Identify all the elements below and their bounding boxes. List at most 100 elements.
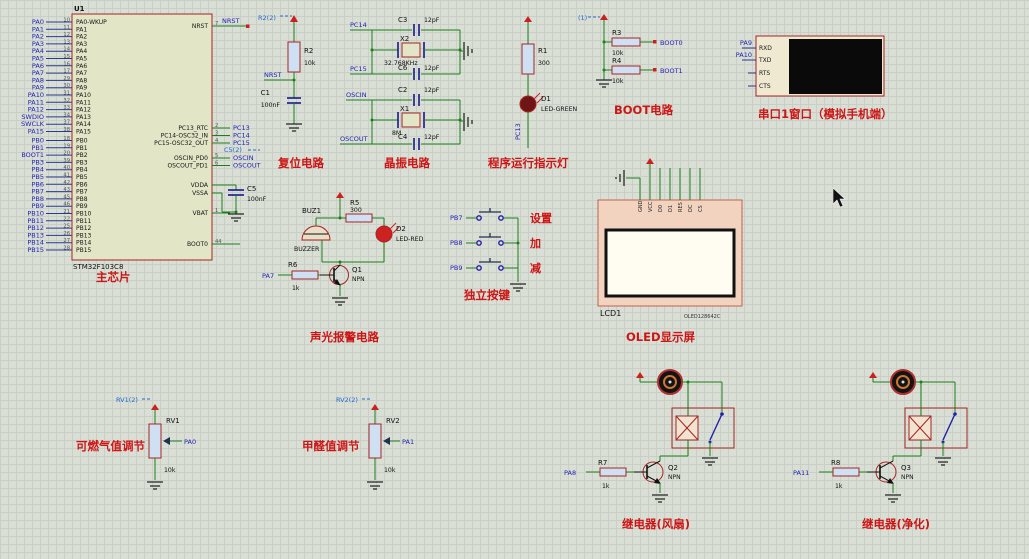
oled-module[interactable]: GND VCC D0 D1 RES DC CS LCD1 OLED128642C (597, 158, 743, 320)
pot-rv1-circuit[interactable]: RV1(2) PA0 RV1 10k (116, 396, 196, 490)
pot-ref: RV2 (386, 417, 400, 425)
resistor-r1[interactable] (521, 43, 535, 75)
chip-pin-net-label: PB13 (27, 231, 44, 239)
relay-purifier[interactable] (904, 407, 968, 449)
transistor-q1[interactable] (320, 262, 349, 286)
chip-pin-number: 39 (63, 158, 70, 164)
chip-pin-number: 11 (63, 25, 70, 31)
resistor-r8[interactable] (832, 467, 860, 477)
chip-pin-number: 10 (63, 18, 70, 24)
resistor-r4[interactable] (611, 65, 641, 75)
resistor-r5[interactable] (345, 213, 373, 223)
chip-pin-name: PA13 (76, 114, 91, 121)
net-label: PA9 (740, 39, 752, 47)
caption-relay-fan: 继电器(风扇) (622, 517, 690, 531)
push-button[interactable] (476, 233, 504, 246)
chip-pin-name: BOOT0 (187, 241, 208, 248)
potentiometer-rv2[interactable] (368, 423, 382, 459)
relay-clean-circuit[interactable]: Q3 NPN R8 1k PA11 (793, 369, 968, 503)
relay-fan[interactable] (671, 407, 735, 449)
resistor-r6[interactable] (291, 270, 319, 280)
relay-fan-circuit[interactable]: Q2 NPN R7 1k PA8 (564, 369, 735, 503)
chip-pin-number: 43 (63, 187, 70, 193)
oled-pin-name: VCC (648, 201, 654, 212)
net-label: PA10 (736, 51, 752, 59)
crystal-circuit[interactable]: PC14 C3 12pF X2 32.768KHz PC15 C6 12pF O… (340, 16, 473, 150)
resistor-value: 300 (350, 207, 362, 214)
buzzer-buz1[interactable] (301, 225, 331, 241)
ground-symbol (615, 170, 625, 186)
chip-pin-number: 5 (215, 153, 218, 159)
crystal-value: 32.768KHz (384, 60, 418, 67)
chip-pin-net-label: PA9 (32, 84, 44, 92)
ground-symbol (332, 297, 348, 306)
resistor-r2[interactable] (287, 41, 301, 73)
potentiometer-rv1[interactable] (148, 423, 162, 459)
net-label: PA1 (402, 438, 414, 446)
terminal-pin-name: RTS (759, 70, 770, 77)
transistor-ref: Q3 (901, 464, 911, 472)
reset-circuit[interactable]: R2(2) R2 10k NRST C1 100nF (258, 14, 316, 132)
chip-pin-net-label: PA4 (32, 47, 44, 55)
key-circuit[interactable]: PB7 设置 PB8 加 PB9 减 (450, 208, 552, 292)
cap-c5[interactable]: C5 100nF C5(2) (221, 146, 267, 222)
motor-purifier[interactable] (890, 369, 916, 395)
run-indicator-circuit[interactable]: R1 300 D1 LED-GREEN PC13 (514, 16, 577, 148)
chip-pin-net-label: SWCLK (21, 120, 45, 128)
resistor-r7[interactable] (599, 467, 627, 477)
chip-pin-net-label: PB0 (31, 137, 44, 145)
chip-pin-number: 40 (63, 165, 70, 171)
wiper-arrow-icon (163, 437, 170, 445)
transistor-q2[interactable] (634, 460, 664, 484)
chip-pin-name: PC13_RTC (178, 125, 208, 132)
resistor-value: 1k (602, 483, 610, 490)
chip-pin-name: PC15-OSC32_OUT (154, 140, 208, 147)
cap-ref: C3 (398, 16, 407, 24)
cap-ref: C5 (247, 185, 256, 193)
transistor-q3[interactable] (867, 460, 897, 484)
alarm-circuit[interactable]: R5 300 D2 LED-RED BUZ1 BUZZER Q1 NPN (262, 192, 424, 306)
boot-circuit[interactable]: (1) R3 10k BOOT0 R4 10k BOOT1 (578, 14, 683, 88)
caption-pot1: 可燃气值调节 (76, 439, 145, 453)
chip-pin-number: 6 (215, 161, 218, 167)
chip-pin-net-label: PB1 (31, 144, 44, 152)
net-label: PC13 (514, 123, 522, 140)
led-d2[interactable] (375, 225, 393, 243)
ground-symbol (367, 481, 383, 490)
chip-pin-number: 3 (215, 131, 218, 137)
chip-pin-net-label: PA5 (32, 55, 44, 63)
crystal-x2[interactable] (401, 42, 421, 58)
chip-pin-name: PA2 (76, 34, 87, 41)
motor-fan[interactable] (657, 369, 683, 395)
net-label: PA7 (262, 272, 274, 280)
virtual-terminal[interactable]: RXD TXD RTS CTS PA9 PA10 (736, 35, 885, 97)
chip-pin-number: 41 (63, 173, 70, 179)
crystal-value: 8M (392, 130, 401, 137)
net-label: PB9 (450, 264, 463, 272)
resistor-r3[interactable] (611, 37, 641, 47)
chip-pin-name: PA0-WKUP (76, 19, 107, 26)
push-button[interactable] (476, 258, 504, 271)
cap-ref: C6 (398, 64, 408, 72)
cap-ref: C4 (398, 133, 408, 141)
led-d1[interactable] (519, 95, 537, 113)
chip-pin-net-label: PA0 (32, 18, 44, 26)
chip-pin-net-label: PB4 (31, 166, 44, 174)
chip-pin-name: PB5 (76, 174, 88, 181)
chip-pin-number: 34 (63, 112, 70, 118)
terminal-mark (653, 68, 657, 72)
chip-pin-number: 12 (63, 32, 70, 38)
chip-pin-number: 2 (215, 123, 218, 129)
power-terminal-icon (336, 192, 344, 198)
push-button[interactable] (476, 208, 504, 221)
resistor-ref: R1 (538, 47, 547, 55)
chip-pin-number: 28 (63, 246, 70, 252)
crystal-x1[interactable] (401, 112, 421, 128)
pot-rv2-circuit[interactable]: RV2(2) PA1 RV2 10k (336, 396, 414, 490)
chip-pin-number: 25 (63, 224, 70, 230)
terminal-pin-name: RXD (759, 45, 772, 52)
